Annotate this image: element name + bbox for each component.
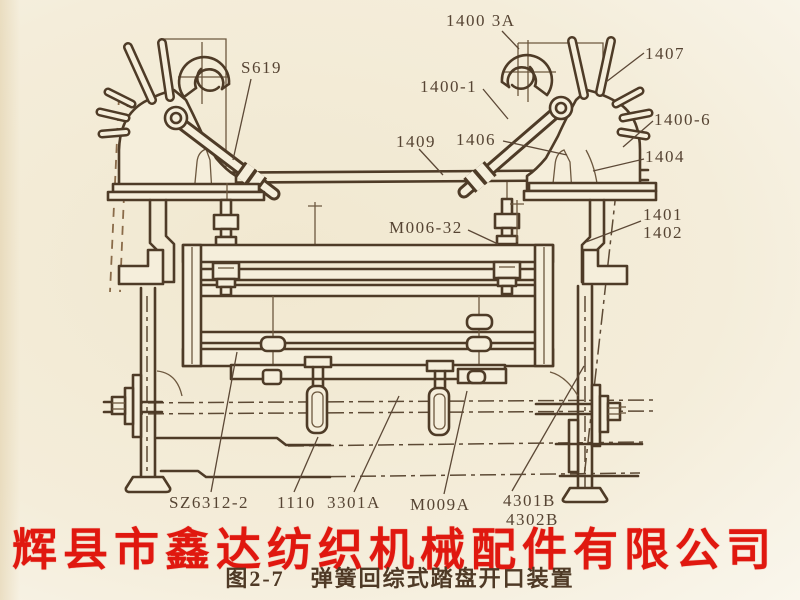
right-foot	[561, 486, 609, 504]
part-label-m006-32: M006-32	[389, 218, 463, 237]
part-label-s619: S619	[241, 58, 282, 77]
spring-bolt-left	[212, 183, 240, 247]
part-label-1407: 1407	[645, 44, 685, 63]
part-label-1404: 1404	[645, 147, 685, 166]
part-label-3301a: 3301A	[327, 493, 381, 512]
right-treadle-fingers	[567, 36, 654, 141]
left-rails	[155, 436, 332, 447]
left-body	[117, 88, 238, 195]
part-label-4302b: 4302B	[506, 510, 559, 529]
right-floor-stand	[534, 284, 644, 504]
plate-support-posts	[308, 200, 524, 246]
part-label-1402: 1402	[643, 223, 683, 242]
left-jack-lever-assembly	[95, 38, 281, 286]
left-l-bracket	[117, 248, 165, 286]
left-treadle-fingers	[95, 38, 175, 139]
part-label-1406: 1406	[456, 130, 496, 149]
spring-bolt-right-lower	[492, 260, 522, 296]
part-label-1409: 1409	[396, 132, 436, 151]
spring-bolt-left-lower	[211, 261, 241, 297]
right-l-bracket	[581, 248, 629, 286]
right-lever-arm	[457, 108, 560, 199]
spring-bolt-right	[493, 182, 521, 246]
figure-number: 图2-7	[225, 566, 285, 591]
right-shaft-bolt	[606, 401, 622, 422]
treadle-bowl-right	[425, 359, 455, 437]
company-watermark: 辉县市鑫达纺织机械配件有限公司	[12, 525, 778, 575]
construction-lines	[109, 38, 659, 487]
leader-lines	[210, 30, 654, 495]
right-pivot-bolt	[548, 95, 574, 121]
frame-link-pins	[259, 296, 494, 368]
figure-title: 弹簧回综式踏盘开口装置	[310, 566, 575, 591]
treadle-linkage	[229, 355, 508, 437]
left-shaft-bolt	[110, 395, 127, 416]
left-floor-stand	[102, 286, 332, 494]
part-label-1401: 1401	[643, 205, 683, 224]
part-label-sz6312-2: SZ6312-2	[169, 493, 249, 512]
part-label-1400-3a: 1400 3A	[446, 11, 516, 30]
heald-frame	[181, 243, 555, 368]
right-hook	[500, 53, 554, 97]
figure-caption: 图2-7 弹簧回综式踏盘开口装置	[0, 561, 800, 593]
part-label-4301b: 4301B	[503, 491, 556, 510]
left-hook	[177, 55, 231, 99]
part-label-1400-1: 1400-1	[420, 77, 478, 96]
right-rails	[554, 442, 644, 478]
part-label-m009a: M009A	[410, 495, 471, 514]
right-body	[525, 88, 642, 195]
left-foot	[124, 475, 172, 494]
treadle-bowl-left	[303, 355, 333, 435]
part-label-1400-6: 1400-6	[654, 110, 712, 129]
left-pivot-bolt	[163, 105, 189, 131]
part-label-1110: 1110	[277, 493, 316, 512]
